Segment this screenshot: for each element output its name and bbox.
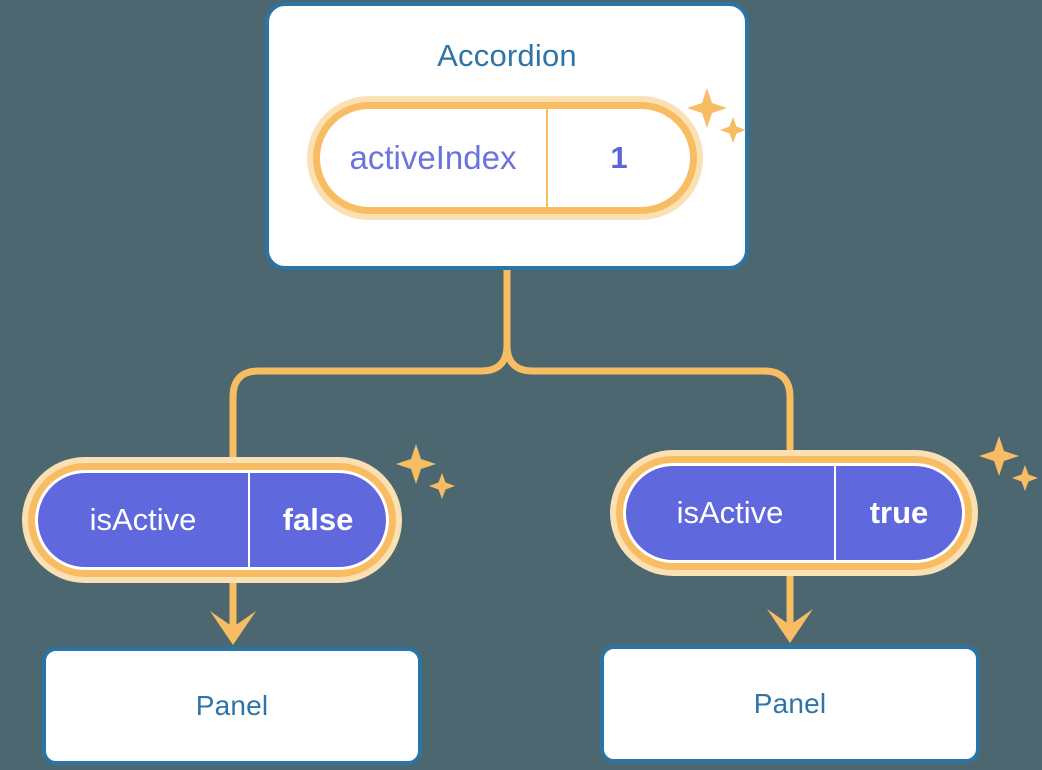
state-value-label: false [282, 502, 354, 537]
page-title: Accordion [437, 38, 577, 73]
state-key-label: activeIndex [320, 109, 548, 207]
panel-title: Panel [195, 690, 269, 721]
arrow-down-icon-left [210, 611, 256, 645]
sparkle-icon-right [979, 436, 1038, 491]
state-value-label: true [869, 495, 929, 530]
state-pill-ring: isActive true [616, 456, 972, 570]
state-pill-ring: isActive false [28, 463, 396, 577]
sparkle-icon-left [396, 444, 455, 499]
component-card-panel-left[interactable]: Panel [42, 647, 422, 765]
state-pill-isactive-false[interactable]: isActive false [22, 457, 402, 583]
state-key-label: isActive [38, 473, 250, 567]
state-pill-body: activeIndex 1 [320, 109, 690, 207]
state-value-label: 1 [610, 140, 628, 175]
arrow-down-icon-right [767, 609, 813, 643]
connector-branch-left [229, 341, 511, 462]
state-pill-body: isActive true [623, 463, 965, 563]
component-card-panel-right[interactable]: Panel [600, 645, 980, 763]
state-pill-isactive-true[interactable]: isActive true [610, 450, 978, 576]
panel-title: Panel [753, 688, 827, 719]
state-pill-body: isActive false [35, 470, 389, 570]
state-pill-ring: activeIndex 1 [313, 102, 697, 214]
state-pill-activeindex[interactable]: activeIndex 1 [307, 96, 703, 220]
state-key-label: isActive [626, 466, 836, 560]
connector-branch-right [503, 341, 794, 456]
